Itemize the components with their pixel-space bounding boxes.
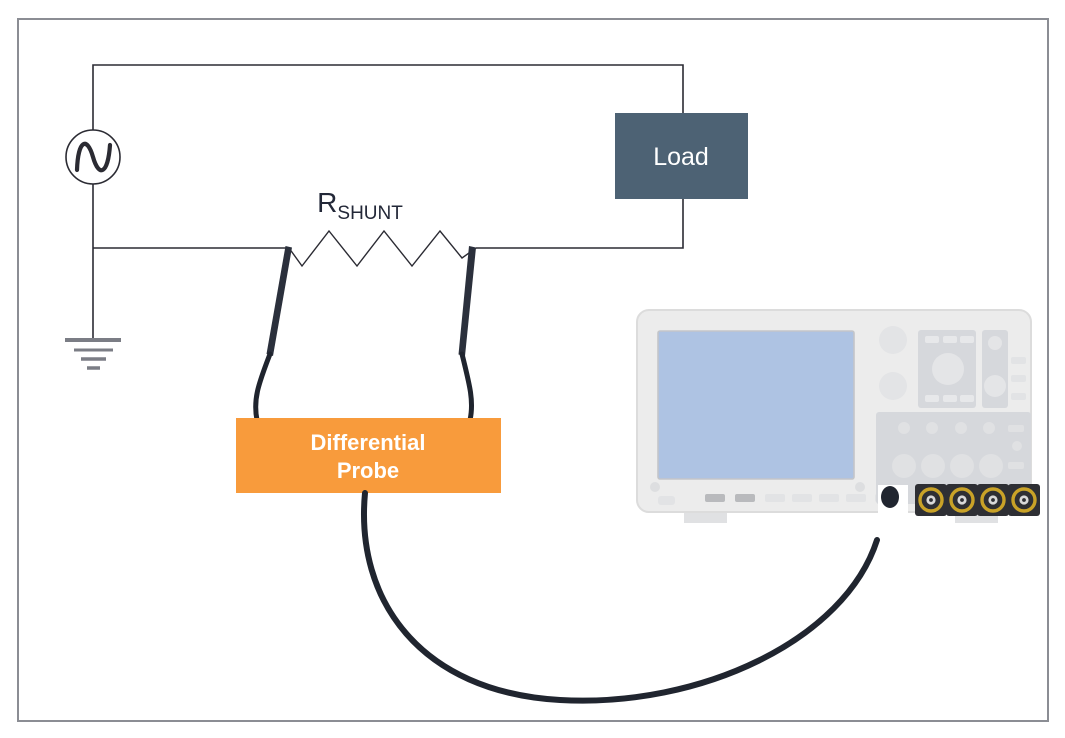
sine-wave-icon [74,141,113,173]
scope-channel-button-3[interactable] [955,422,967,434]
load-box [615,113,748,199]
scope-right-button-3[interactable] [1011,393,1026,400]
scope-bezel-button-3[interactable] [765,494,785,502]
ac-source [65,129,121,185]
scope-right-button-2[interactable] [1011,375,1026,382]
differential-probe-label-line2: Probe [337,458,399,483]
scope-panel-button-tr[interactable] [960,336,974,343]
bnc-connector-ch2[interactable] [946,484,978,516]
scope-bezel-button-2[interactable] [735,494,755,502]
coax-cable-to-scope [361,490,880,704]
shunt-label-main: R [317,187,337,218]
wire-bottom-right-rail [476,199,684,249]
scope-channel-knob-2[interactable] [921,454,945,478]
bnc-connector-ch4[interactable] [1008,484,1040,516]
scope-bezel-button-6[interactable] [846,494,866,502]
scope-channel-rect-button-2[interactable] [1008,462,1024,469]
scope-channel-rect-button-1[interactable] [1008,425,1024,432]
scope-channel-button-1[interactable] [898,422,910,434]
scope-screen[interactable] [657,330,855,480]
scope-panel-button-br[interactable] [960,395,974,402]
scope-channel-button-4[interactable] [983,422,995,434]
scope-panel-button-bm[interactable] [943,395,957,402]
scope-channel-knob-4[interactable] [979,454,1003,478]
scope-bezel-button-4[interactable] [792,494,812,502]
scope-panel-button-tm[interactable] [943,336,957,343]
scope-main-knob[interactable] [932,353,964,385]
bnc-connector-ch3[interactable] [977,484,1009,516]
scope-power-button[interactable] [658,496,675,505]
differential-probe-block: Differential Probe [236,418,501,493]
scope-panel-button-bl[interactable] [925,395,939,402]
scope-channel-dot[interactable] [1012,441,1022,451]
scope-bezel-button-1[interactable] [705,494,725,502]
left-probe-body [266,246,292,356]
wire-top-rail [92,64,684,130]
bnc-connector-ch1[interactable] [915,484,947,516]
shunt-resistor-label: RSHUNT [317,187,403,224]
figure-border [17,18,1049,722]
shunt-label-subscript: SHUNT [337,203,403,224]
differential-probe-box [236,418,501,493]
scope-channel-knob-3[interactable] [950,454,974,478]
scope-channel-button-2[interactable] [926,422,938,434]
scope-right-button-1[interactable] [1011,357,1026,364]
scope-knob-vertical[interactable] [879,326,907,354]
right-probe-body [458,246,476,356]
scope-knob-horizontal[interactable] [879,372,907,400]
scope-indicator-left [650,482,660,492]
left-probe-tip [253,246,292,423]
scope-indicator-right [855,482,865,492]
right-probe-cable [459,351,475,423]
load-label: Load [653,143,709,171]
coax-plug-head [881,486,899,508]
scope-bezel-button-5[interactable] [819,494,839,502]
right-probe-tip [458,246,476,423]
scope-side-knob-small[interactable] [988,336,1002,350]
scope-panel-button-tl[interactable] [925,336,939,343]
left-probe-cable [253,351,273,423]
differential-probe-label-line1: Differential [311,430,426,455]
shunt-resistor-symbol [288,229,477,268]
scope-side-knob-large[interactable] [984,375,1006,397]
oscilloscope [636,309,1040,523]
scope-channel-knob-1[interactable] [892,454,916,478]
ground-symbol [65,338,121,370]
load-block: Load [615,113,748,199]
